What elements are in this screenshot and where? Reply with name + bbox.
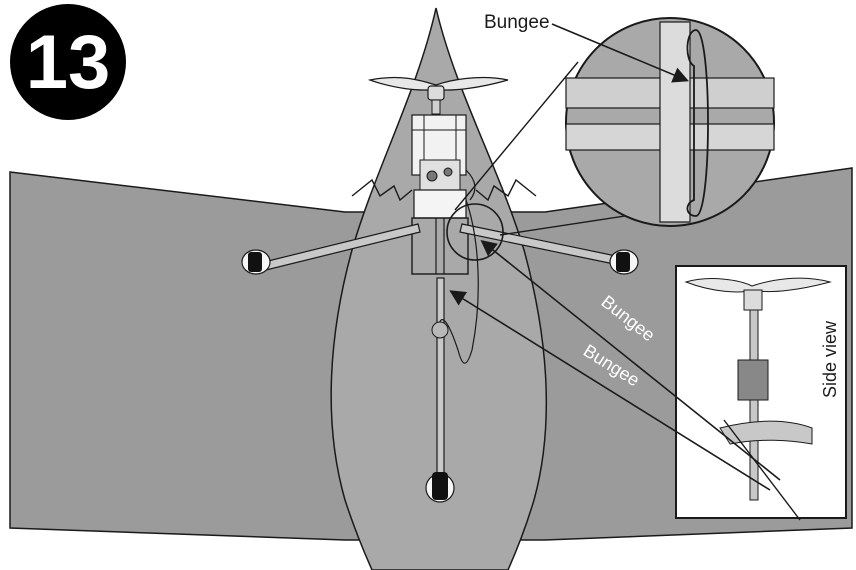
side-view-inset: [675, 265, 847, 521]
wheel-left: [241, 249, 271, 275]
wheel-tail: [425, 472, 455, 503]
gear-frame: [411, 217, 469, 275]
callout-target-circle: [446, 203, 504, 261]
step-badge: [10, 4, 126, 120]
label-side-view: Side view: [820, 320, 840, 398]
callout-line: [454, 61, 579, 211]
servo-hole: [431, 321, 449, 339]
arrow-bungee-arm: [480, 239, 781, 481]
zoom-detail: [565, 17, 775, 227]
wheel-right: [609, 249, 639, 275]
step-number: 13: [26, 20, 111, 105]
strut-center: [436, 277, 445, 479]
arrow-bungee-lower: [449, 290, 771, 491]
arrow-bungee-top: [551, 23, 689, 83]
wire: [437, 199, 479, 364]
label-bungee-top: Bungee: [484, 12, 550, 33]
cut-line: [475, 178, 537, 202]
propeller: [367, 76, 509, 115]
cut-line: [351, 178, 413, 202]
motor-frame: [411, 114, 476, 219]
